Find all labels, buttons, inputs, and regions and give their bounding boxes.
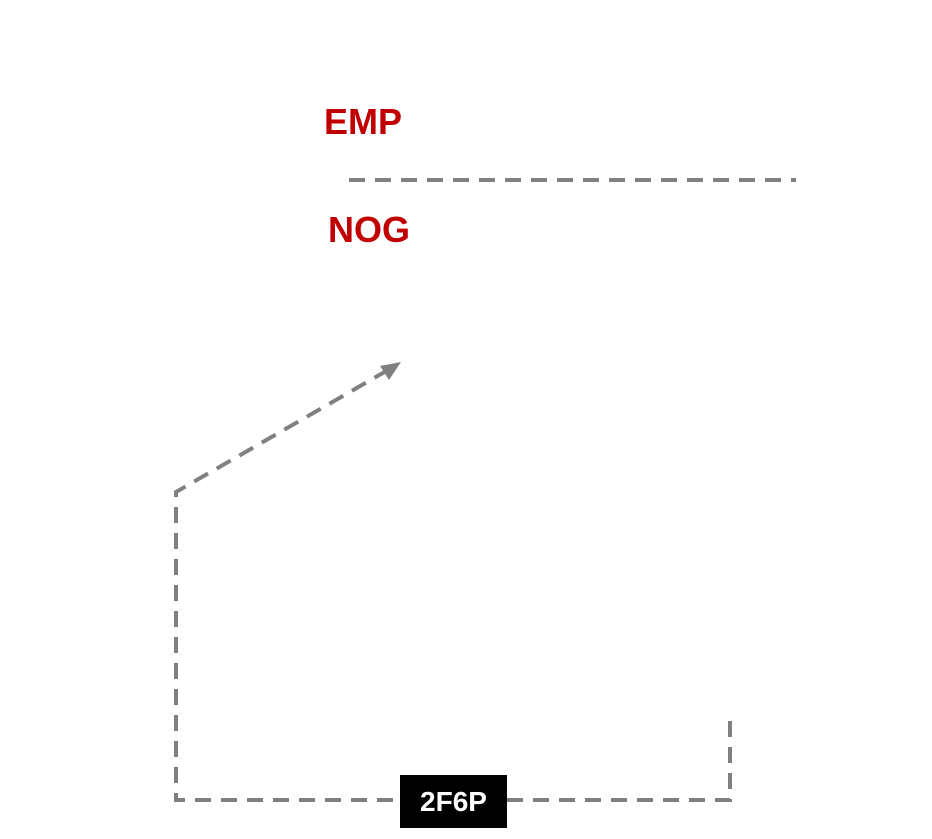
label-emp: EMP (324, 101, 403, 142)
tag-label: 2F6P (420, 785, 487, 817)
arrowhead-icon (380, 362, 401, 380)
connector-dashed-path (174, 368, 732, 802)
tag-box: 2F6P (400, 775, 507, 828)
label-nog: NOG (328, 209, 411, 250)
